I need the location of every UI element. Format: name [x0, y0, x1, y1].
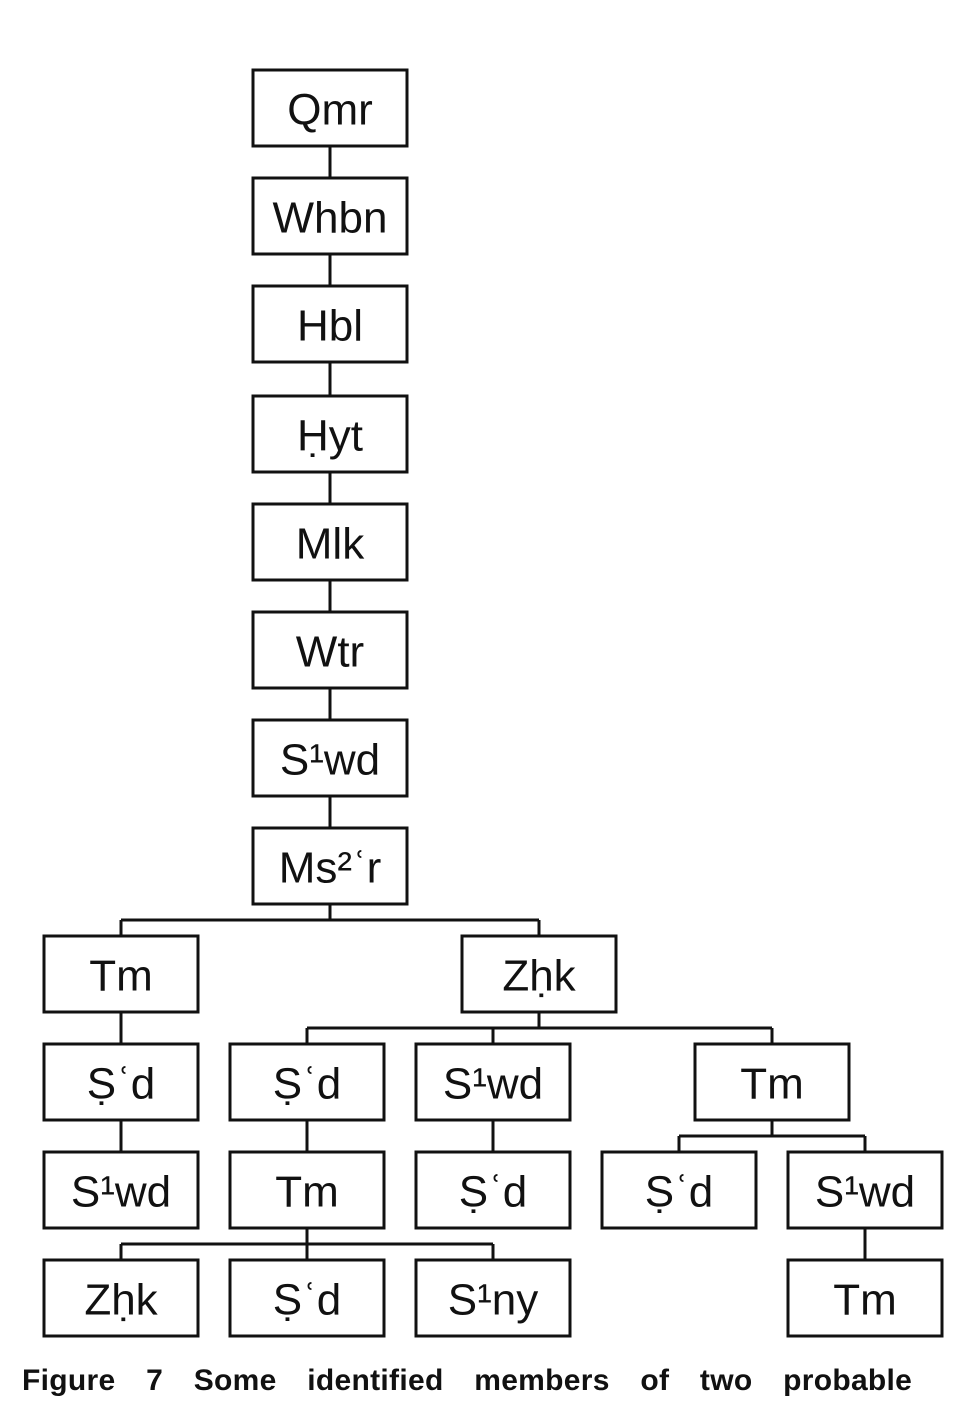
node-box — [42, 934, 200, 1014]
tree-node: S¹wd — [786, 1150, 944, 1230]
node-label: Hbl — [297, 302, 363, 351]
node-box — [600, 1150, 758, 1230]
node-box — [460, 934, 618, 1014]
node-box — [228, 1258, 386, 1338]
node-box — [251, 394, 409, 474]
node-box — [42, 1150, 200, 1230]
node-box — [414, 1042, 572, 1122]
node-label: Tm — [740, 1060, 804, 1109]
node-label: S¹wd — [443, 1060, 543, 1109]
node-label: S¹wd — [815, 1168, 915, 1217]
node-label: Zḥk — [84, 1276, 158, 1325]
node-box — [251, 718, 409, 798]
node-label: Tm — [833, 1276, 897, 1325]
node-box — [251, 176, 409, 256]
node-label: Wtr — [296, 628, 364, 677]
tree-node: Ms²ʿr — [251, 826, 409, 906]
node-label: Whbn — [273, 194, 388, 243]
tree-node: Tm — [786, 1258, 944, 1338]
node-label: Ṣʿd — [645, 1168, 713, 1217]
tree-node: Ṣʿd — [600, 1150, 758, 1230]
tree-node: S¹ny — [414, 1258, 572, 1338]
tree-node: Ṣʿd — [228, 1258, 386, 1338]
tree-node: Zḥk — [460, 934, 618, 1014]
node-label: Ṣʿd — [459, 1168, 527, 1217]
node-label: Tm — [89, 952, 153, 1001]
node-box — [228, 1150, 386, 1230]
tree-node: Ḥyt — [251, 394, 409, 474]
node-label: S¹ny — [448, 1276, 538, 1325]
node-box — [693, 1042, 851, 1122]
tree-node: S¹wd — [251, 718, 409, 798]
node-box — [414, 1150, 572, 1230]
tree-node: Ṣʿd — [42, 1042, 200, 1122]
tree-edges — [119, 146, 867, 1260]
tree-node: Tm — [228, 1150, 386, 1230]
tree-node: Tm — [42, 934, 200, 1014]
node-label: Ms²ʿr — [279, 844, 382, 893]
node-box — [251, 502, 409, 582]
node-box — [251, 68, 409, 148]
node-box — [251, 284, 409, 364]
tree-node: Qmr — [251, 68, 409, 148]
node-box — [786, 1150, 944, 1230]
node-box — [42, 1258, 200, 1338]
node-box — [251, 610, 409, 690]
node-label: Ṣʿd — [273, 1276, 341, 1325]
tree-node: Zḥk — [42, 1258, 200, 1338]
node-label: Mlk — [296, 520, 365, 569]
figure-caption: Figure 7 Some identified members of two … — [22, 1364, 913, 1397]
tree-node: S¹wd — [42, 1150, 200, 1230]
tree-node: Tm — [693, 1042, 851, 1122]
tree-node: Hbl — [251, 284, 409, 364]
tree-node: Wtr — [251, 610, 409, 690]
tree-node: Mlk — [251, 502, 409, 582]
node-label: S¹wd — [71, 1168, 171, 1217]
node-box — [251, 826, 409, 906]
node-label: Ḥyt — [297, 412, 363, 461]
node-label: Ṣʿd — [87, 1060, 155, 1109]
tree-node: S¹wd — [414, 1042, 572, 1122]
node-label: S¹wd — [280, 736, 380, 785]
tree-node: Ṣʿd — [414, 1150, 572, 1230]
node-box — [228, 1042, 386, 1122]
node-box — [414, 1258, 572, 1338]
node-box — [42, 1042, 200, 1122]
node-label: Zḥk — [502, 952, 576, 1001]
node-label: Qmr — [287, 86, 373, 135]
node-label: Ṣʿd — [273, 1060, 341, 1109]
tree-node: Ṣʿd — [228, 1042, 386, 1122]
tree-node: Whbn — [251, 176, 409, 256]
node-box — [786, 1258, 944, 1338]
node-label: Tm — [275, 1168, 339, 1217]
